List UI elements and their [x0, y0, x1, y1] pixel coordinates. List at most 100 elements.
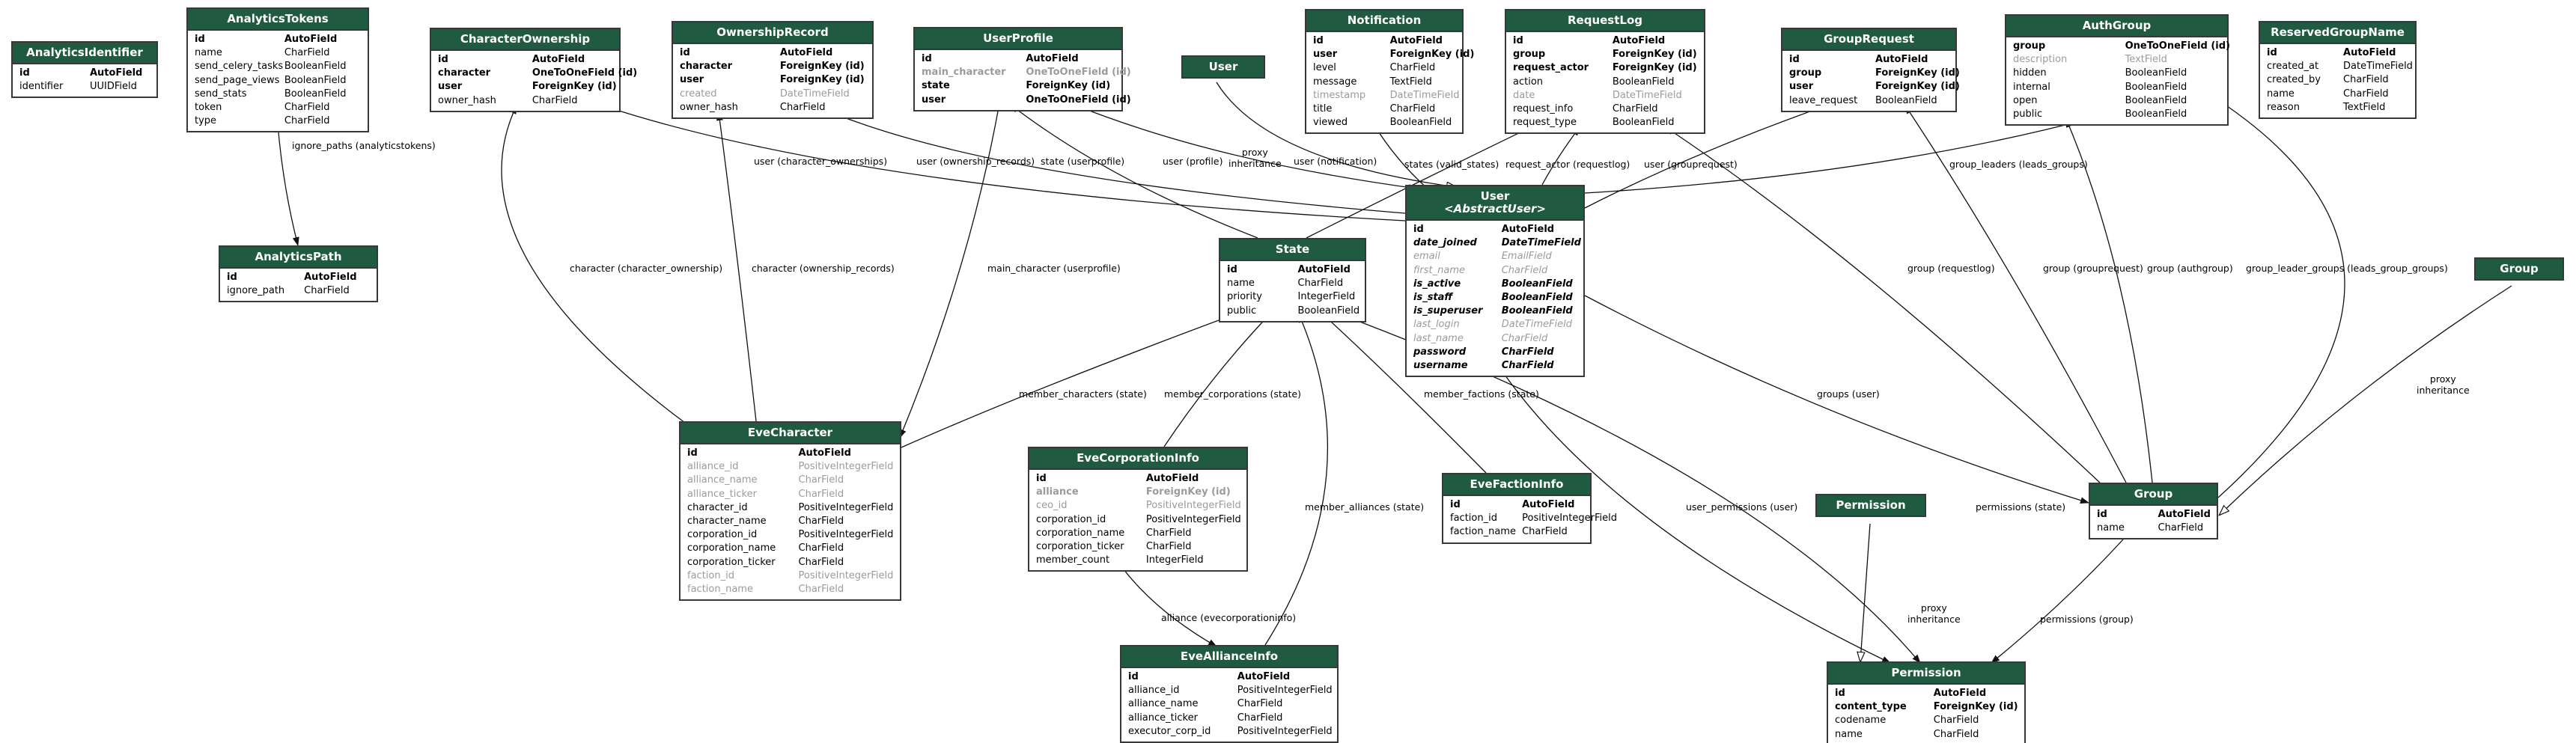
field-name: corporation_ticker	[1036, 541, 1124, 553]
field-type: AutoField	[304, 272, 357, 283]
field-name: id	[2267, 47, 2277, 58]
field-name: faction_id	[687, 569, 734, 581]
edge-label: main_character (userprofile)	[987, 263, 1121, 274]
field-name: open	[2013, 94, 2038, 106]
field-name: alliance_ticker	[687, 488, 757, 500]
field-name: corporation_ticker	[687, 556, 776, 568]
field-row-reservedgroupname-id: id AutoField	[2260, 46, 2415, 60]
edge-user-characterownership	[602, 105, 1406, 221]
edge-label: request_actor (requestlog)	[1505, 159, 1630, 170]
field-name: alliance_name	[687, 474, 758, 486]
field-type: BooleanField	[284, 61, 347, 73]
field-type: OneToOneField (id)	[2125, 40, 2230, 52]
field-name: id	[922, 53, 932, 64]
field-type: PositiveIntegerField	[1237, 685, 1333, 697]
edge-evecorporationinfo-state	[1163, 312, 1272, 447]
field-name: user	[1313, 49, 1338, 61]
field-type: ForeignKey (id)	[1875, 81, 1960, 93]
edge-label: alliance (evecorporationinfo)	[1161, 612, 1297, 623]
field-type: AutoField	[532, 54, 585, 65]
field-name: content_type	[1835, 701, 1907, 713]
field-name: id	[227, 272, 237, 283]
field-name: alliance	[1036, 486, 1079, 498]
edge-evecharacter-characterownership	[501, 105, 686, 424]
edge-state-userprofile	[1010, 104, 1258, 239]
field-type: CharField	[284, 115, 330, 127]
field-type: CharField	[798, 474, 844, 486]
field-name: faction_name	[687, 584, 753, 596]
field-name: id	[1513, 35, 1523, 46]
field-name: alliance_id	[1128, 685, 1180, 697]
field-type: PositiveIntegerField	[1237, 725, 1333, 737]
field-name: character	[680, 61, 733, 73]
field-name: internal	[2013, 81, 2050, 93]
field-name: name	[1227, 278, 1255, 290]
model-table-user-proxy: User	[1181, 55, 1265, 79]
edge-label: state (userprofile)	[1041, 156, 1125, 167]
field-row-evecorporationinfo-member_count: member_count IntegerField	[1029, 554, 1246, 567]
edge-userprofile-user	[1070, 103, 1418, 191]
field-name: date	[1513, 89, 1535, 101]
field-name: character_id	[687, 501, 748, 513]
field-name: id	[19, 67, 30, 79]
field-name: user	[922, 94, 946, 106]
field-name: corporation_id	[1036, 513, 1106, 525]
field-type: CharField	[1522, 526, 1568, 538]
field-type: DateTimeField	[1501, 319, 1572, 331]
field-name: created_at	[2267, 61, 2319, 73]
edge-label: user_permissions (user)	[1686, 501, 1798, 513]
field-name: executor_corp_id	[1128, 725, 1211, 737]
field-name: id	[687, 447, 698, 459]
field-row-authgroup-group: group OneToOneField (id)	[2006, 40, 2230, 53]
field-type: IntegerField	[1145, 554, 1204, 566]
field-row-eveallianceinfo-alliance_id: alliance_id PositiveIntegerField	[1121, 684, 1337, 697]
edge-group-authgroup-leadergroups	[2217, 100, 2345, 498]
field-type: AutoField	[2158, 509, 2211, 520]
field-type: BooleanField	[284, 88, 347, 100]
edge-user-authgroup-leaders	[1584, 117, 2089, 194]
field-type: CharField	[1237, 712, 1283, 724]
field-type: PositiveIntegerField	[1145, 500, 1241, 512]
field-type: AutoField	[1297, 264, 1351, 275]
field-name: name	[2097, 522, 2125, 534]
field-name: state	[922, 80, 950, 92]
model-title-eveallianceinfo: EveAllianceInfo	[1121, 646, 1337, 668]
field-type: BooleanField	[1501, 292, 1573, 304]
field-name: group	[2013, 40, 2046, 52]
field-name: last_name	[1413, 332, 1464, 344]
field-type: CharField	[1501, 332, 1548, 344]
field-name: hidden	[2013, 67, 2047, 79]
field-name: member_count	[1036, 554, 1110, 566]
field-type: AutoField	[2343, 47, 2396, 58]
